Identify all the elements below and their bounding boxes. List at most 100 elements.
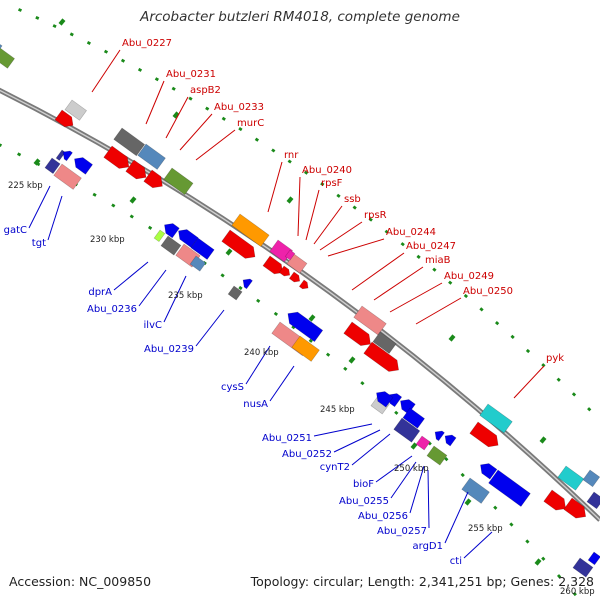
leader-line: [427, 469, 430, 529]
gene-block: [153, 229, 166, 243]
leader-line: [313, 423, 373, 437]
gc-dot: [525, 539, 530, 544]
leader-line: [179, 113, 213, 151]
gene-block: [393, 417, 421, 443]
gc-dot: [336, 193, 341, 198]
gene-arrow: [54, 109, 74, 128]
kbp-tick-label: 230 kbp: [90, 235, 125, 245]
gc-dot: [86, 41, 91, 45]
gene-feature: [298, 279, 309, 290]
kbp-tick-label: 260 kbp: [560, 587, 595, 597]
gc-dot: [320, 182, 325, 187]
gc-dot: [52, 24, 57, 29]
leader-line: [513, 365, 545, 399]
gc-dot: [254, 137, 260, 142]
gene-feature: [480, 463, 498, 480]
gene-block: [372, 331, 397, 354]
gene-block: [189, 255, 207, 272]
gc-dot: [220, 273, 225, 278]
leader-line: [145, 80, 165, 125]
reverse-gene-label: cynT2: [320, 462, 350, 473]
gene-block: [44, 157, 61, 175]
gene-block: [190, 237, 215, 260]
gc-dot: [510, 334, 515, 340]
gene-arrow: [287, 311, 324, 343]
gene-block: [137, 143, 166, 170]
kbp-tick-label: 255 kbp: [468, 524, 503, 534]
leader-line: [163, 275, 187, 323]
gene-arrow: [178, 229, 199, 248]
gc-dot: [35, 15, 40, 20]
reverse-gene-label: bioF: [353, 479, 374, 490]
gene-arrow: [480, 463, 498, 480]
gene-feature: [227, 285, 243, 301]
reverse-gene-label: cysS: [221, 382, 244, 393]
gc-dot: [103, 49, 109, 54]
gene-feature: [178, 229, 199, 248]
gc-dot: [92, 192, 97, 197]
accession-text: Accession: NC_009850: [9, 574, 152, 589]
leader-line: [113, 261, 149, 291]
gene-arrow: [444, 434, 457, 447]
gc-dot: [129, 214, 134, 219]
gc-dot: [111, 203, 116, 208]
gene-feature: [434, 430, 445, 442]
reverse-gene-label: dprA: [88, 287, 112, 298]
gene-feature: [543, 489, 567, 511]
leader-line: [390, 461, 417, 499]
reverse-gene-label: Abu_0255: [339, 496, 389, 507]
genome-stats-text: Topology: circular; Length: 2,341,251 bp…: [250, 574, 594, 589]
gc-dot: [525, 348, 531, 354]
gene-arrow: [469, 421, 499, 448]
gene-feature: [262, 255, 283, 275]
gene-feature: [113, 127, 146, 157]
forward-gene-label: miaB: [425, 255, 451, 266]
gc-dot: [587, 407, 592, 412]
reverse-gene-label: Abu_0256: [358, 511, 408, 522]
gene-feature: [469, 421, 499, 448]
gene-feature: [557, 465, 585, 491]
leader-line: [373, 266, 424, 301]
leader-line: [297, 176, 301, 237]
gene-feature: [231, 213, 270, 247]
gene-feature: [44, 157, 61, 175]
gene-feature: [189, 255, 207, 272]
gene-feature: [164, 223, 180, 239]
gc-dot: [384, 229, 389, 234]
gc-dot: [463, 293, 469, 299]
gc-dot: [325, 352, 331, 357]
gene-feature: [400, 399, 416, 415]
gene-feature: [582, 469, 600, 488]
gc-dot: [120, 58, 126, 63]
leader-line: [351, 252, 405, 291]
gene-block: [160, 235, 182, 256]
forward-gene-label: Abu_0249: [444, 271, 494, 282]
reverse-gene-label: gatC: [4, 225, 27, 236]
gene-arrow: [164, 223, 180, 239]
gene-feature: [444, 434, 457, 447]
gene-feature: [376, 391, 394, 408]
kbp-tick-label: 240 kbp: [244, 348, 279, 358]
gene-feature: [461, 477, 490, 504]
gc-dot: [343, 366, 348, 371]
gene-block: [488, 469, 531, 507]
gc-dot: [444, 456, 449, 462]
gc-dot: [479, 307, 484, 312]
gc-dot: [493, 505, 498, 510]
gene-block: [587, 551, 600, 566]
gene-feature: [291, 335, 320, 362]
gene-feature: [242, 278, 253, 290]
gene-arrow: [288, 271, 301, 283]
forward-gene-label: rnr: [284, 150, 299, 161]
gc-dot: [148, 225, 153, 230]
gc-dot: [69, 32, 74, 37]
leader-line: [138, 269, 167, 307]
forward-gene-label: Abu_0231: [166, 69, 216, 80]
reverse-gene-label: nusA: [243, 399, 268, 410]
gc-dot: [410, 442, 418, 450]
leader-line: [269, 365, 295, 402]
gene-arrow: [262, 255, 283, 275]
gene-arrow: [298, 279, 309, 290]
leader-line: [351, 433, 391, 466]
forward-gene-label: murC: [237, 118, 264, 129]
